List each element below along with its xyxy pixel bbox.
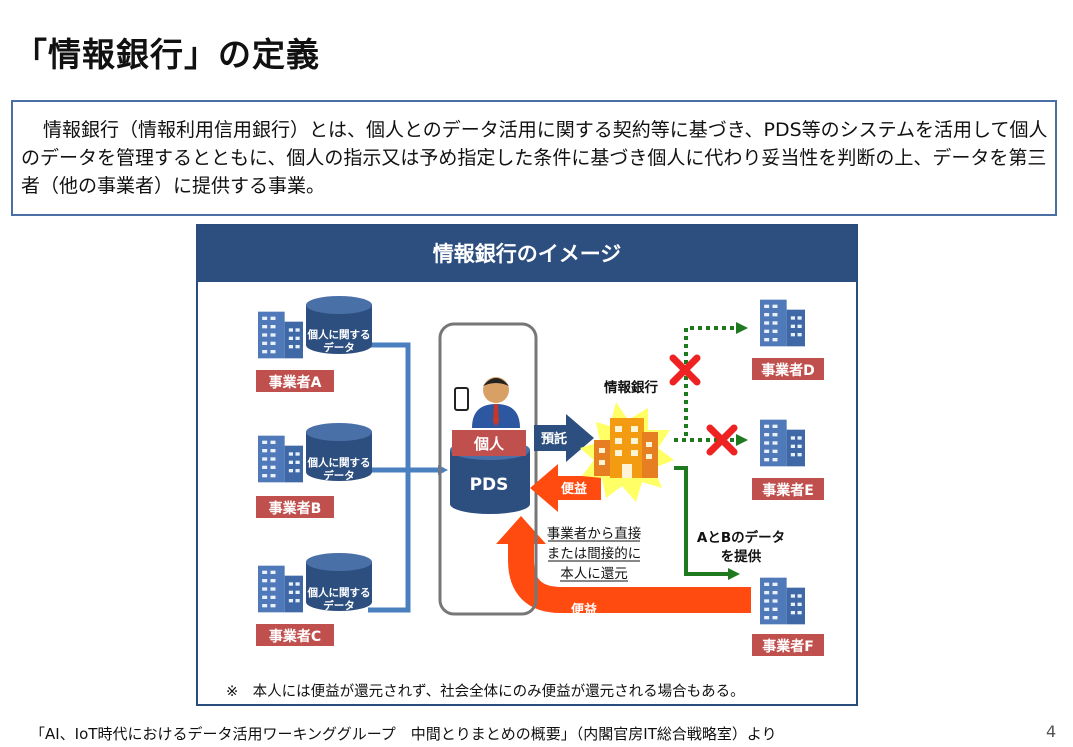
business-a-group: 個人に関する データ 事業者A: [256, 296, 372, 392]
building-icon: [258, 311, 303, 359]
deposit-label: 預託: [541, 431, 567, 447]
business-a-label: 事業者A: [269, 374, 322, 391]
data-label: データ: [323, 469, 355, 482]
building-icon: [760, 299, 805, 347]
person-icon: [472, 377, 520, 428]
deposit-arrow: 預託: [534, 414, 594, 462]
pds-database: 個人 PDS: [450, 430, 530, 514]
data-label: データ: [323, 599, 355, 612]
business-c-label: 事業者C: [269, 628, 321, 645]
building-icon: [258, 435, 303, 483]
data-label: 個人に関する: [307, 328, 371, 341]
data-label: 個人に関する: [307, 456, 371, 469]
return-label: 事業者から直接: [547, 525, 642, 542]
page-number: 4: [1046, 722, 1057, 741]
data-label: 個人に関する: [307, 586, 371, 599]
person-label: 個人: [473, 435, 505, 453]
building-icon: [760, 419, 805, 467]
business-f-label: 事業者F: [762, 638, 814, 655]
block-x-icon: [706, 424, 738, 456]
pds-container: [438, 322, 538, 616]
business-e-group: 事業者E: [752, 419, 824, 500]
benefit-return-arrow: 便益: [496, 516, 751, 618]
building-icon: [258, 565, 303, 613]
business-d-label: 事業者D: [761, 362, 815, 379]
return-label: 本人に還元: [560, 566, 628, 582]
business-f-group: 事業者F: [752, 577, 824, 656]
data-flow-lines: [368, 342, 448, 613]
business-b-group: 個人に関する データ 事業者B: [256, 423, 372, 518]
pds-label: PDS: [470, 475, 509, 495]
definition-box: 情報銀行（情報利用信用銀行）とは、個人とのデータ活用に関する契約等に基づき、PD…: [11, 100, 1057, 216]
info-bank-icon: [580, 402, 674, 502]
benefit-label-2: 便益: [571, 602, 597, 618]
page-title: 「情報銀行」の定義: [14, 35, 320, 74]
provide-arrow: [674, 466, 740, 580]
data-label: データ: [323, 341, 355, 354]
business-d-group: 事業者D: [752, 299, 824, 380]
blocked-flows: [674, 322, 748, 446]
panel-title: 情報銀行のイメージ: [198, 226, 856, 282]
info-bank-diagram: 個人に関する データ 事業者A 個人に関する データ 事業者B 個人に関する デ…: [256, 296, 824, 656]
info-bank-label: 情報銀行: [604, 379, 658, 396]
business-c-group: 個人に関する データ 事業者C: [256, 553, 372, 646]
smartphone-icon: [454, 387, 469, 411]
building-icon: [760, 577, 805, 625]
benefit-label: 便益: [561, 481, 587, 497]
source-citation: 「AI、IoT時代におけるデータ活用ワーキンググループ 中間とりまとめの概要」（…: [30, 725, 777, 743]
provide-label: を提供: [721, 548, 762, 565]
definition-text: 情報銀行（情報利用信用銀行）とは、個人とのデータ活用に関する契約等に基づき、PD…: [21, 119, 1048, 197]
business-e-label: 事業者E: [762, 482, 814, 499]
footnote: ※ 本人には便益が還元されず、社会全体にのみ便益が還元される場合もある。: [226, 684, 745, 700]
return-label: または間接的に: [547, 545, 642, 562]
provide-label: AとBのデータ: [697, 529, 785, 546]
return-note: 事業者から直接 または間接的に 本人に還元: [547, 525, 642, 582]
business-b-label: 事業者B: [269, 500, 322, 517]
block-x-icon: [669, 354, 701, 386]
